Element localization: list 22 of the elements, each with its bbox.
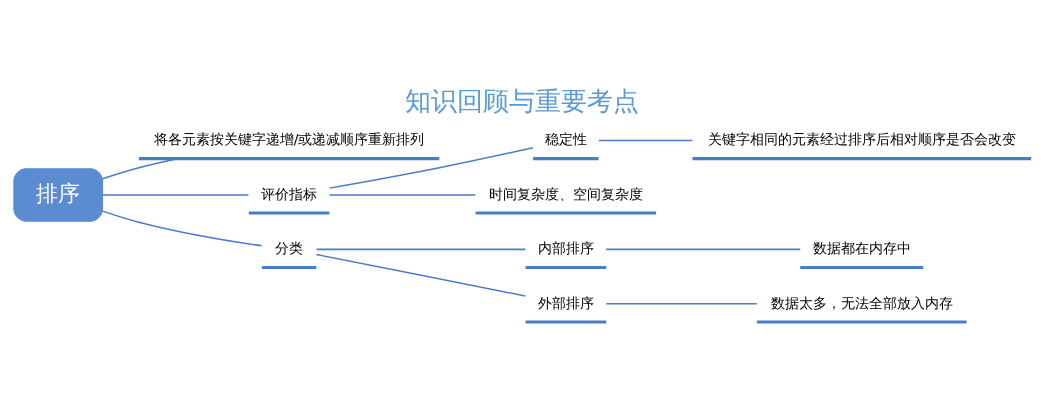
node-text: 分类 <box>275 239 304 256</box>
connector <box>101 157 179 180</box>
connector <box>315 253 527 297</box>
diagram-title: 知识回顾与重要考点 <box>405 85 640 116</box>
node-text: 评价指标 <box>261 185 318 202</box>
connector <box>605 248 801 250</box>
node-text: 稳定性 <box>544 130 587 147</box>
node-text: 内部排序 <box>537 239 594 256</box>
node-text: 时间复杂度、空间复杂度 <box>488 185 643 202</box>
connector <box>328 146 534 189</box>
connector <box>598 139 694 141</box>
connector <box>605 302 758 305</box>
connector <box>328 193 477 196</box>
connector <box>102 193 250 196</box>
connector <box>315 248 527 250</box>
node-text: 将各元素按关键字递增/或递减顺序重新排列 <box>153 130 425 147</box>
node-text: 外部排序 <box>537 294 594 311</box>
node-text: 数据太多，无法全部放入内存 <box>770 294 953 311</box>
node-text: 数据都在内存中 <box>812 239 911 256</box>
connector <box>101 209 263 247</box>
node-text: 关键字相同的元素经过排序后相对顺序是否会改变 <box>707 130 1016 147</box>
node-box: 排序 <box>13 167 104 222</box>
